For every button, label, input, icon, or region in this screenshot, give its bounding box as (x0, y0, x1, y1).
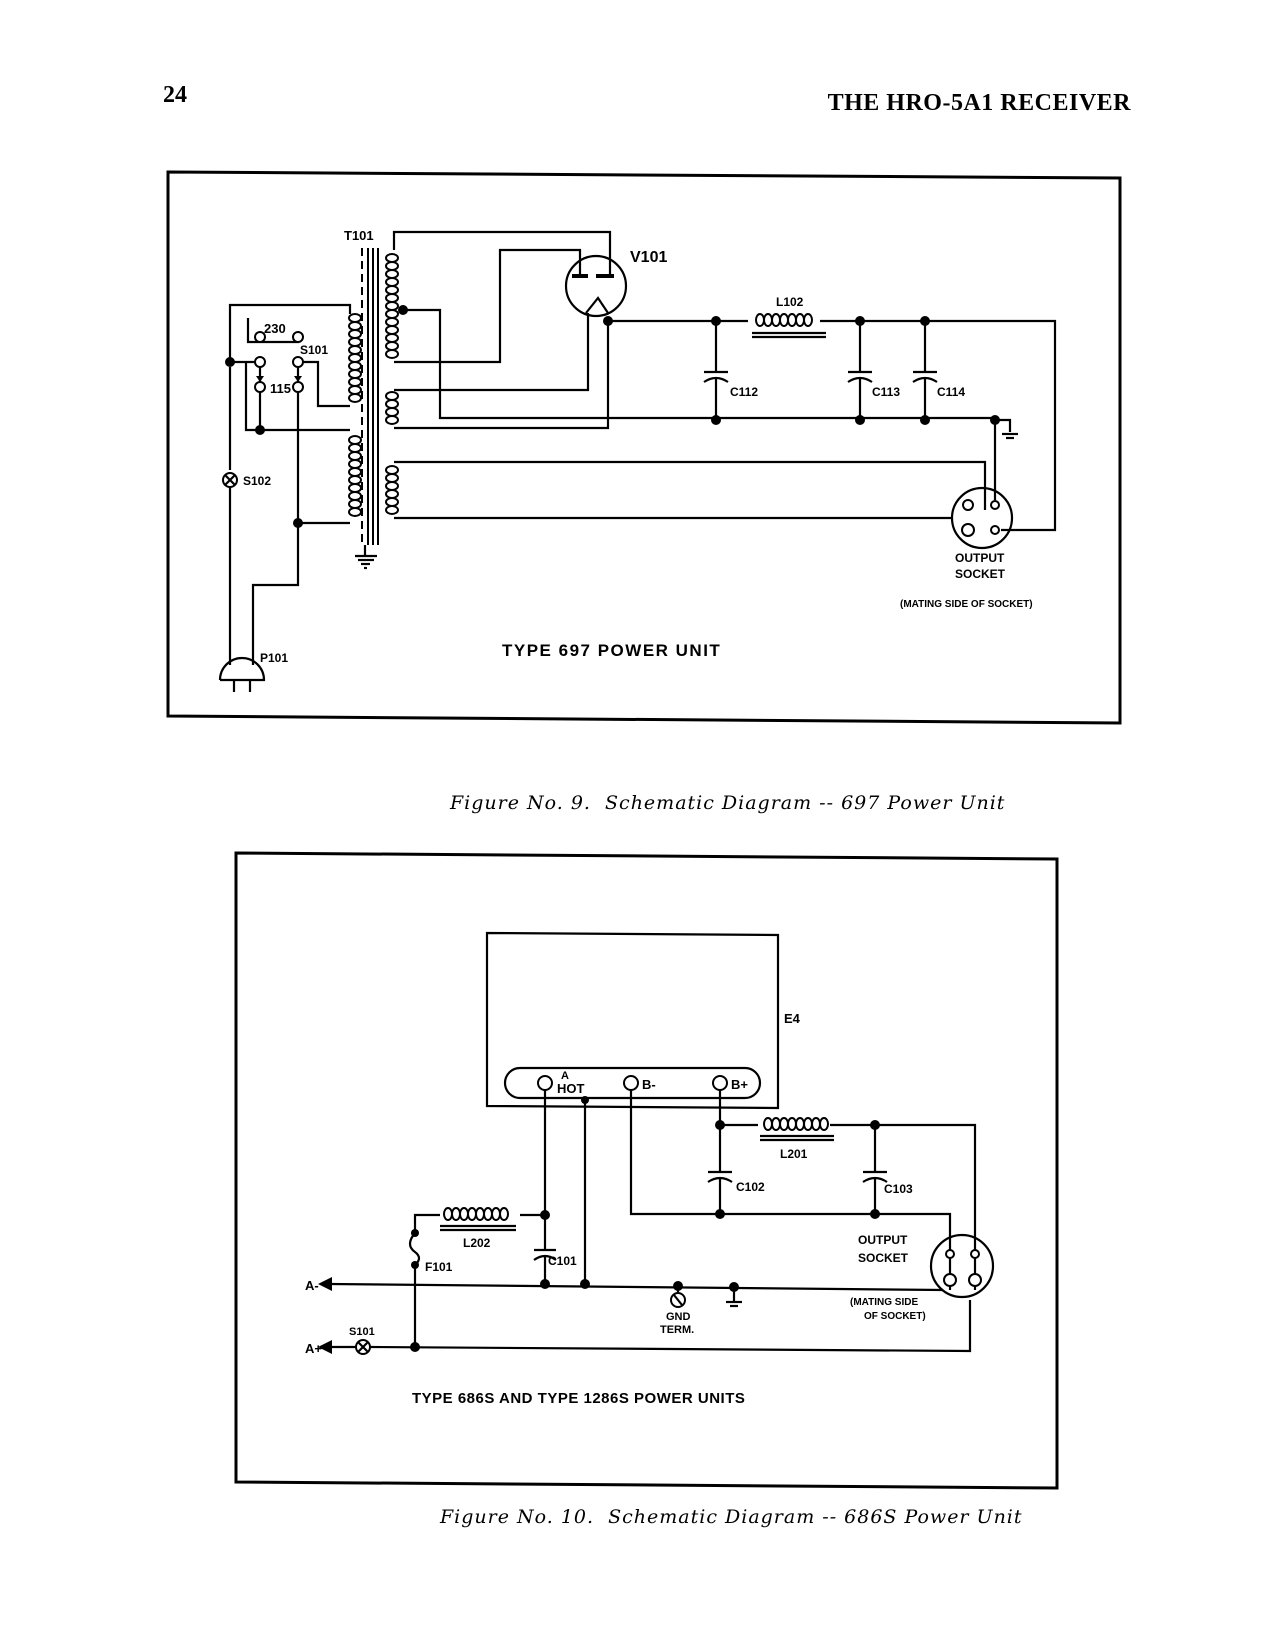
socket10-label-2: SOCKET (858, 1251, 909, 1265)
choke-l102: L102 (752, 295, 826, 339)
a-minus-label: A- (305, 1278, 319, 1293)
l201-label: L201 (780, 1147, 808, 1161)
v101-label: V101 (630, 249, 667, 266)
capacitor-c114: C114 (912, 321, 965, 420)
terminal-bplus-label: B+ (731, 1077, 748, 1092)
choke-l202: L202 (440, 1207, 516, 1250)
socket10-note-1: (MATING SIDE (850, 1297, 918, 1308)
s101-230-label: 230 (264, 321, 286, 336)
plug-p101: P101 (218, 651, 288, 692)
terminal-bminus-label: B- (642, 1077, 656, 1092)
rectifier-tube-v101: V101 (564, 249, 667, 318)
capacitor-c112: C112 (703, 321, 758, 420)
f101-label: F101 (425, 1260, 453, 1274)
figure-10-title: TYPE 686S AND TYPE 1286S POWER UNITS (412, 1390, 745, 1407)
secondary-hv-coil (385, 253, 399, 359)
e4-label: E4 (784, 1011, 801, 1026)
t101-label: T101 (344, 228, 374, 243)
s102-label: S102 (243, 474, 271, 488)
switch-s101-fig10: S101 (349, 1326, 375, 1355)
output-socket-fig10: OUTPUT SOCKET (MATING SIDE (850, 1233, 995, 1308)
c101-label: C101 (548, 1254, 577, 1268)
figure-10: E4 A HOT B- B+ L201 (234, 851, 1059, 1490)
switch-s102: S102 (222, 472, 271, 488)
ground-icon (355, 554, 377, 570)
heater-coil (385, 465, 399, 515)
gnd-label-2: TERM. (660, 1324, 694, 1336)
a-plus-label: A+ (305, 1341, 322, 1356)
primary-coil-lower (348, 435, 362, 517)
socket-note: (MATING SIDE OF SOCKET) (900, 599, 1033, 610)
s101-label: S101 (300, 343, 328, 357)
socket10-note-2: OF SOCKET) (864, 1311, 926, 1322)
figure-9-caption: Figure No. 9. Schematic Diagram -- 697 P… (450, 792, 1006, 814)
capacitor-c101: C101 (533, 1215, 577, 1284)
gnd-terminal: GND TERM. (660, 1286, 694, 1336)
figure-9-frame (166, 170, 1122, 725)
transformer-t101: T101 (344, 228, 399, 570)
c113-label: C113 (872, 385, 900, 399)
filament-coil (385, 391, 399, 425)
l202-label: L202 (463, 1236, 491, 1250)
unit-e4: E4 A HOT B- B+ (485, 931, 801, 1110)
capacitor-c102: C102 (707, 1125, 765, 1214)
c102-label: C102 (736, 1180, 765, 1194)
figure-10-frame (234, 851, 1059, 1490)
ground-icon (1002, 432, 1018, 440)
socket-label-2: SOCKET (955, 567, 1006, 581)
capacitor-c103: C103 (862, 1125, 913, 1214)
socket-label-1: OUTPUT (955, 551, 1005, 565)
gnd-label-1: GND (666, 1311, 691, 1323)
choke-l201: L201 (760, 1117, 834, 1161)
p101-label: P101 (260, 651, 288, 665)
fuse-f101: F101 (408, 1229, 453, 1274)
figure-9-title: TYPE 697 POWER UNIT (502, 641, 721, 660)
l102-label: L102 (776, 295, 804, 309)
socket10-label-1: OUTPUT (858, 1233, 908, 1247)
primary-coil-upper (348, 313, 362, 403)
running-head: THE HRO-5A1 RECEIVER (827, 90, 1131, 116)
c112-label: C112 (730, 385, 758, 399)
arrow-icon (318, 1277, 332, 1291)
terminal-a-label: A (561, 1070, 569, 1082)
terminal-hot-label: HOT (557, 1081, 585, 1096)
s101-115-label: 115 (270, 381, 291, 396)
c114-label: C114 (937, 385, 965, 399)
c103-label: C103 (884, 1182, 913, 1196)
figure-9: T101 (166, 170, 1122, 725)
page-number: 24 (163, 82, 187, 108)
ground-icon (726, 1287, 742, 1308)
arrow-icon (318, 1340, 332, 1354)
figure-10-caption: Figure No. 10. Schematic Diagram -- 686S… (440, 1506, 1023, 1528)
output-socket-fig9: OUTPUT SOCKET (MATING SIDE OF SOCKET) (900, 486, 1033, 610)
s101-fig10-label: S101 (349, 1326, 375, 1338)
capacitor-c113: C113 (847, 321, 900, 420)
switch-s101: 230 S101 115 (254, 321, 328, 396)
